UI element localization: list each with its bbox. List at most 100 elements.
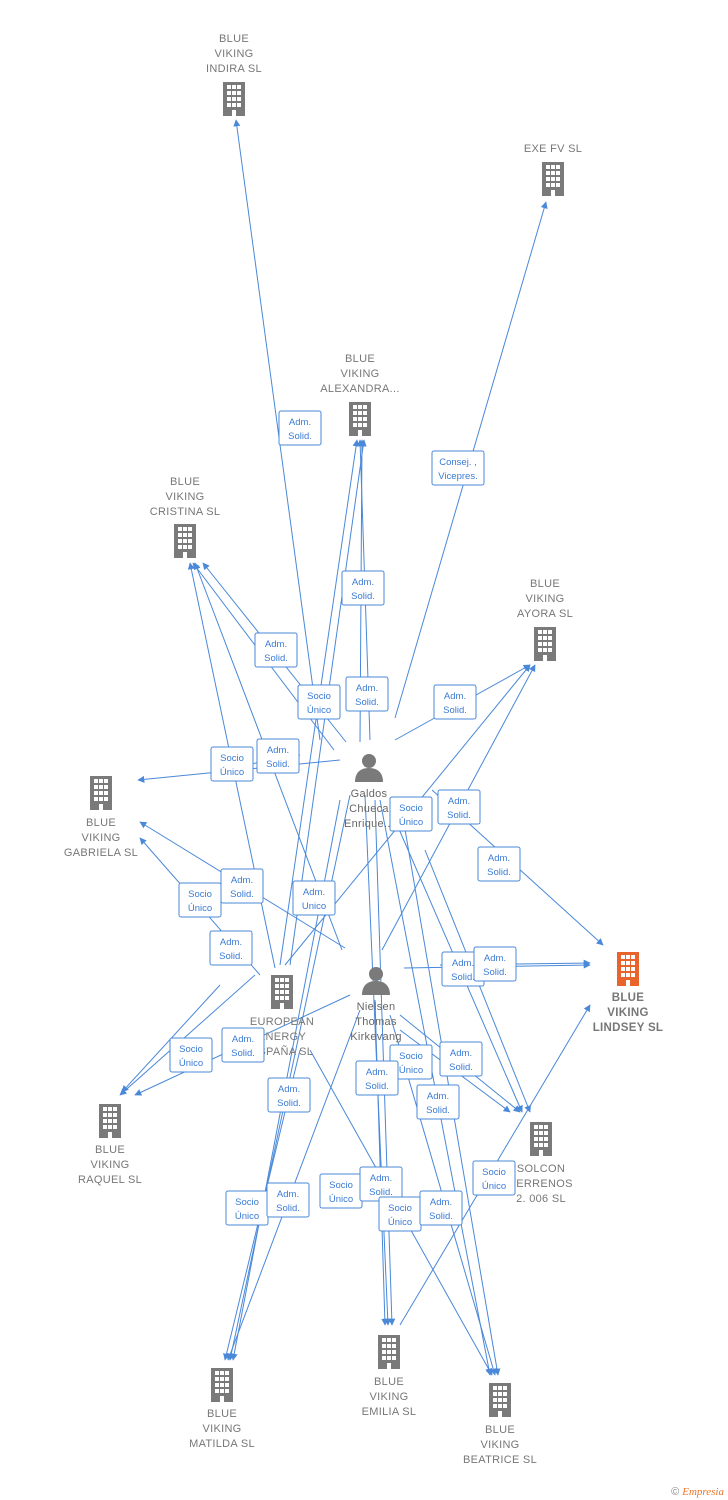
relation-label-text: Socio [220, 753, 244, 764]
relation-labels-layer: Adm. Solid. Consej. ,Vicepres. Adm. Solid. Ad… [169, 410, 521, 1232]
relation-label: Adm.Unico [292, 880, 336, 916]
company-node-exefv[interactable]: EXE FV SL [524, 143, 582, 196]
relation-label-text: Solid. [447, 810, 471, 821]
relation-label-text: Solid. [429, 1211, 453, 1222]
relation-label-text: Solid. [231, 1048, 255, 1059]
relation-label: Adm.Solid. [220, 868, 264, 904]
node-label-line: BLUE [86, 817, 116, 829]
relation-label-box [221, 1027, 265, 1063]
relation-label-box [278, 410, 322, 446]
relation-label-text: Vicepres. [438, 471, 477, 482]
relation-label-box [178, 882, 222, 918]
node-label-line: TERRENOS [509, 1178, 573, 1190]
node-label-line: Thomas [355, 1016, 397, 1028]
relation-label-text: Único [307, 705, 331, 716]
relation-label-box [355, 1060, 399, 1096]
node-label-line: Galdos [351, 788, 388, 800]
node-label-line: AYORA SL [517, 608, 573, 620]
relation-label-box [254, 632, 298, 668]
relation-label-text: Solid. [443, 705, 467, 716]
relation-label-text: Socio [188, 889, 212, 900]
relation-label-text: Solid. [449, 1062, 473, 1073]
node-label-line: BEATRICE SL [463, 1454, 537, 1466]
node-label-line: BLUE [170, 476, 200, 488]
node-label-line: EMILIA SL [362, 1406, 417, 1418]
relation-label-text: Adm. [488, 853, 510, 864]
node-label-line: Nielsen [357, 1001, 396, 1013]
footer-brand[interactable]: © Empresia [671, 1486, 724, 1498]
relation-label-box [477, 846, 521, 882]
relation-label-text: Socio [329, 1180, 353, 1191]
relation-label-box [389, 796, 433, 832]
relation-label-text: Adm. [448, 796, 470, 807]
copyright-icon: © [671, 1486, 680, 1498]
node-label-line: VIKING [165, 491, 204, 503]
relation-label: Consej. ,Vicepres. [431, 450, 485, 486]
relation-label-text: Solid. [426, 1105, 450, 1116]
person-node-galdos[interactable]: GaldosChuecaEnrique... [344, 754, 394, 830]
relation-label: Adm.Solid. [439, 1041, 483, 1077]
node-label-line: VIKING [369, 1391, 408, 1403]
relation-label-text: Socio [388, 1203, 412, 1214]
relation-label-text: Único [399, 817, 423, 828]
relation-label-text: Solid. [266, 759, 290, 770]
relation-label-box [266, 1182, 310, 1218]
node-label-line: GABRIELA SL [64, 847, 138, 859]
relation-label-text: Adm. [366, 1067, 388, 1078]
relation-label: Adm.Solid. [355, 1060, 399, 1096]
relation-label: Adm. Solid. [359, 1166, 403, 1202]
relation-label-box [437, 789, 481, 825]
relation-label-text: Solid. [487, 867, 511, 878]
relation-label-text: Único [399, 1065, 423, 1076]
relation-edge [364, 794, 392, 1326]
relation-label-box [431, 450, 485, 486]
building-icon [542, 162, 564, 196]
building-icon [223, 82, 245, 116]
relation-label-text: Solid. [369, 1187, 393, 1198]
node-label-line: BLUE [207, 1408, 237, 1420]
person-icon [362, 967, 390, 995]
relation-label-text: Adm. [356, 683, 378, 694]
main-company-icon [617, 952, 639, 986]
node-label-line: CRISTINA SL [150, 506, 221, 518]
company-node-cristina[interactable]: BLUE VIKING CRISTINA SL [150, 476, 221, 558]
company-node-alexandra[interactable]: BLUEVIKINGALEXANDRA... [320, 353, 399, 436]
relation-label-text: Adm. [370, 1173, 392, 1184]
node-label-line: BLUE [219, 33, 249, 45]
relation-label-text: Solid. [277, 1098, 301, 1109]
relation-label: Adm.Solid. [209, 930, 253, 966]
relation-label: Adm.Solid. [473, 946, 517, 982]
relation-label-text: Solid. [483, 967, 507, 978]
node-label-line: EXE FV SL [524, 143, 582, 155]
relation-label: Adm. Solid. [437, 789, 481, 825]
relation-label-box [297, 684, 341, 720]
relation-label-box [419, 1190, 463, 1226]
building-icon [211, 1368, 233, 1402]
building-icon [271, 975, 293, 1009]
relation-label-text: Solid. [288, 431, 312, 442]
node-label-line: LINDSEY SL [593, 1022, 664, 1034]
relation-label-text: Adm. [278, 1084, 300, 1095]
relation-label-box [345, 676, 389, 712]
relation-label-text: Socio [399, 803, 423, 814]
relation-label-text: Adm. [352, 577, 374, 588]
relation-label-text: Adm. [452, 958, 474, 969]
relation-label-box [256, 738, 300, 774]
relation-label: Adm.Solid. [254, 632, 298, 668]
